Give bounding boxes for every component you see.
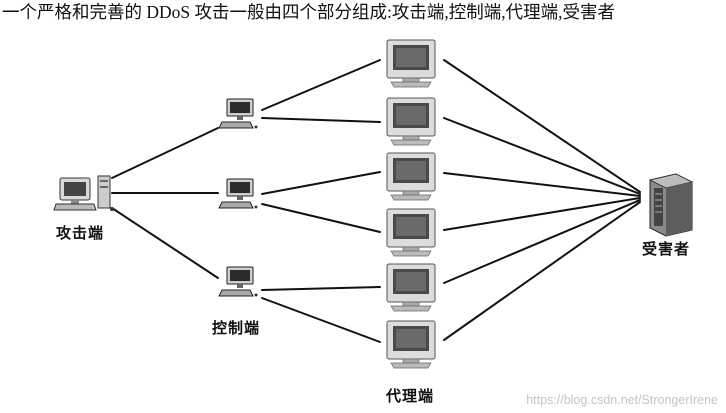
watermark: https://blog.csdn.net/StrongerIrene	[526, 393, 718, 407]
link-agent6-victim	[443, 201, 641, 341]
controller-computer-icon	[218, 178, 258, 209]
agent-computer-icon	[386, 208, 436, 257]
attacker-computer-icon	[53, 175, 115, 212]
agent-computer-icon	[386, 97, 436, 146]
victim-server-icon	[649, 173, 693, 237]
link-agent5-victim	[443, 199, 641, 284]
agent-label: 代理端	[385, 387, 434, 405]
link-controller3-agent6	[261, 297, 381, 343]
controller-label: 控制端	[212, 319, 260, 337]
agent-computer-icon	[386, 263, 436, 312]
attacker-links	[111, 127, 219, 279]
link-agent3-victim	[443, 172, 641, 197]
link-attacker-controller-1	[111, 127, 219, 179]
link-attacker-controller-3	[111, 207, 219, 279]
controller-links	[261, 59, 381, 343]
agent-computer-icon	[386, 320, 436, 369]
link-agent2-victim	[443, 117, 641, 195]
link-agent1-victim	[443, 59, 641, 193]
link-controller1-agent2	[261, 117, 381, 123]
attacker-label: 攻击端	[56, 224, 104, 242]
controller-computer-icon	[218, 98, 258, 129]
agent-computer-icon	[386, 39, 436, 88]
intro-text: 一个严格和完善的 DDoS 攻击一般由四个部分组成:攻击端,控制端,代理端,受害…	[2, 2, 615, 22]
victim-label: 受害者	[642, 240, 690, 258]
controller-computer-icon	[218, 266, 258, 297]
link-controller1-agent1	[261, 59, 381, 111]
link-controller2-agent3	[261, 171, 381, 195]
link-agent4-victim	[443, 197, 641, 231]
agent-computer-icon	[386, 152, 436, 201]
link-controller2-agent4	[261, 203, 381, 233]
link-controller3-agent5	[261, 286, 381, 291]
agent-links	[443, 59, 641, 341]
